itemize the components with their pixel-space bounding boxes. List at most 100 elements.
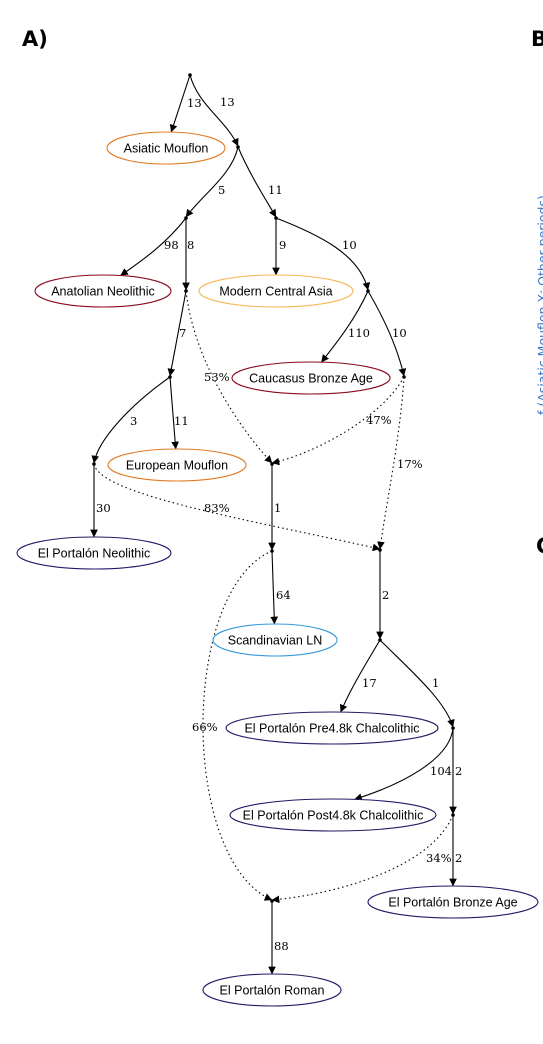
edge-label-a1-to-n9: 1 — [274, 501, 281, 515]
node-caucasus-bronze-age: Caucasus Bronze Age — [231, 361, 391, 395]
graph-point-n12 — [451, 813, 455, 817]
edge-label-n9-to-scandinavian-ln: 64 — [276, 588, 291, 602]
edge-label-n12-to-a3: 34% — [426, 851, 452, 865]
node-el-portalon-bronze-age: El Portalón Bronze Age — [367, 885, 539, 919]
node-european-mouflon: European Mouflon — [107, 448, 247, 482]
graph-point-a2 — [378, 548, 382, 552]
node-ellipse-scandinavian-ln — [212, 623, 338, 657]
graph-point-n8 — [92, 462, 96, 466]
node-el-portalon-post48k: El Portalón Post4.8k Chalcolithic — [229, 798, 437, 832]
node-ellipse-modern-central-asia — [198, 274, 354, 308]
node-label-asiatic-mouflon: Asiatic Mouflon — [124, 142, 209, 156]
edge-label-n1-to-n3: 11 — [268, 183, 283, 197]
node-label-scandinavian-ln: Scandinavian LN — [228, 634, 323, 648]
edge-n9-to-scandinavian-ln — [270, 550, 279, 625]
node-label-caucasus-bronze-age: Caucasus Bronze Age — [249, 372, 373, 386]
graph-point-n11 — [451, 726, 455, 730]
edge-label-n2-to-n4: 8 — [187, 238, 194, 252]
edge-root-to-asiatic-mouflon — [169, 74, 191, 133]
cut-panel-label-b: B — [531, 27, 543, 51]
node-anatolian-neolithic: Anatolian Neolithic — [34, 274, 172, 308]
node-ellipse-asiatic-mouflon — [106, 131, 226, 165]
node-ellipse-el-portalon-pre48k — [225, 711, 439, 745]
edge-label-a2-to-n10: 2 — [382, 588, 389, 602]
node-el-portalon-pre48k: El Portalón Pre4.8k Chalcolithic — [225, 711, 439, 745]
node-scandinavian-ln: Scandinavian LN — [212, 623, 338, 657]
edge-label-n12-to-el-portalon-bronze-age: 2 — [455, 851, 462, 865]
graph-point-n5 — [366, 289, 370, 293]
node-label-el-portalon-bronze-age: El Portalón Bronze Age — [388, 896, 517, 910]
edge-n5-to-n7 — [367, 290, 407, 377]
node-ellipse-el-portalon-roman — [202, 973, 342, 1007]
node-label-modern-central-asia: Modern Central Asia — [219, 285, 332, 299]
edge-n6-to-n8 — [91, 376, 171, 464]
graph-point-n6 — [168, 375, 172, 379]
graph-point-root — [188, 73, 192, 77]
edge-label-n5-to-caucasus-bronze-age: 110 — [348, 326, 370, 340]
edge-label-n3-to-modern-central-asia: 9 — [279, 238, 286, 252]
edge-root-to-n1 — [189, 74, 239, 147]
graph-point-n10 — [378, 638, 382, 642]
edge-label-n11-to-el-portalon-post48k: 104 — [430, 764, 452, 778]
node-label-el-portalon-roman: El Portalón Roman — [220, 984, 325, 998]
node-ellipse-caucasus-bronze-age — [231, 361, 391, 395]
node-label-el-portalon-pre48k: El Portalón Pre4.8k Chalcolithic — [244, 722, 419, 736]
edge-n11-to-el-portalon-post48k — [354, 727, 454, 801]
node-el-portalon-roman: El Portalón Roman — [202, 973, 342, 1007]
node-ellipse-el-portalon-post48k — [229, 798, 437, 832]
edge-n8-to-a2 — [93, 463, 381, 552]
graph-point-a1 — [270, 462, 274, 466]
node-ellipse-el-portalon-neolithic — [16, 536, 172, 570]
edge-label-n8-to-a2: 83% — [204, 501, 230, 515]
edge-label-n8-to-el-portalon-neolithic: 30 — [96, 501, 111, 515]
node-modern-central-asia: Modern Central Asia — [198, 274, 354, 308]
edge-label-n3-to-n5: 10 — [342, 238, 357, 252]
edge-n2-to-anatolian-neolithic — [120, 217, 187, 276]
graph-point-n1 — [236, 145, 240, 149]
edge-n1-to-n2 — [185, 146, 239, 218]
edge-n10-to-el-portalon-pre48k — [339, 639, 381, 713]
edge-n4-to-n6 — [167, 290, 187, 377]
edge-label-n6-to-european-mouflon: 11 — [174, 414, 189, 428]
graph-points-layer — [92, 73, 455, 903]
edge-n5-to-caucasus-bronze-age — [320, 290, 369, 363]
node-label-el-portalon-neolithic: El Portalón Neolithic — [38, 547, 151, 561]
edge-n10-to-n11 — [379, 639, 455, 728]
edge-label-n10-to-el-portalon-pre48k: 17 — [362, 676, 377, 690]
edge-label-a3-to-el-portalon-roman: 88 — [274, 939, 289, 953]
graph-point-n9 — [270, 549, 274, 553]
node-asiatic-mouflon: Asiatic Mouflon — [106, 131, 226, 165]
graph-point-n4 — [184, 289, 188, 293]
edge-n12-to-a3 — [271, 814, 454, 904]
edge-label-n10-to-n11: 1 — [432, 676, 439, 690]
node-label-anatolian-neolithic: Anatolian Neolithic — [51, 285, 155, 299]
edge-label-n4-to-n6: 7 — [179, 326, 186, 340]
graph-point-a3 — [270, 899, 274, 903]
edge-label-n11-to-n12: 2 — [455, 764, 462, 778]
node-label-el-portalon-post48k: El Portalón Post4.8k Chalcolithic — [243, 809, 424, 823]
edge-n7-to-a2 — [377, 376, 405, 550]
edge-label-n5-to-n7: 10 — [392, 326, 407, 340]
edges-layer — [90, 74, 457, 975]
edge-label-n1-to-n2: 5 — [218, 183, 225, 197]
graph-point-n3 — [274, 216, 278, 220]
edge-label-root-to-asiatic-mouflon: 13 — [187, 96, 202, 110]
graph-point-n2 — [184, 216, 188, 220]
node-ellipse-el-portalon-bronze-age — [367, 885, 539, 919]
edge-label-n2-to-anatolian-neolithic: 98 — [164, 238, 179, 252]
edge-n6-to-european-mouflon — [169, 376, 179, 450]
graph-point-n7 — [402, 375, 406, 379]
edge-label-n9-to-a3: 66% — [192, 720, 218, 734]
side-axis-label: f (Asiatic Mouflon X; Other periods) — [535, 195, 543, 415]
node-el-portalon-neolithic: El Portalón Neolithic — [16, 536, 172, 570]
node-ellipse-anatolian-neolithic — [34, 274, 172, 308]
node-label-european-mouflon: European Mouflon — [126, 459, 228, 473]
edge-label-n6-to-n8: 3 — [130, 414, 137, 428]
edge-n3-to-n5 — [275, 217, 371, 291]
edge-n1-to-n3 — [237, 146, 277, 218]
node-ellipse-european-mouflon — [107, 448, 247, 482]
edge-label-n7-to-a2: 17% — [397, 457, 423, 471]
